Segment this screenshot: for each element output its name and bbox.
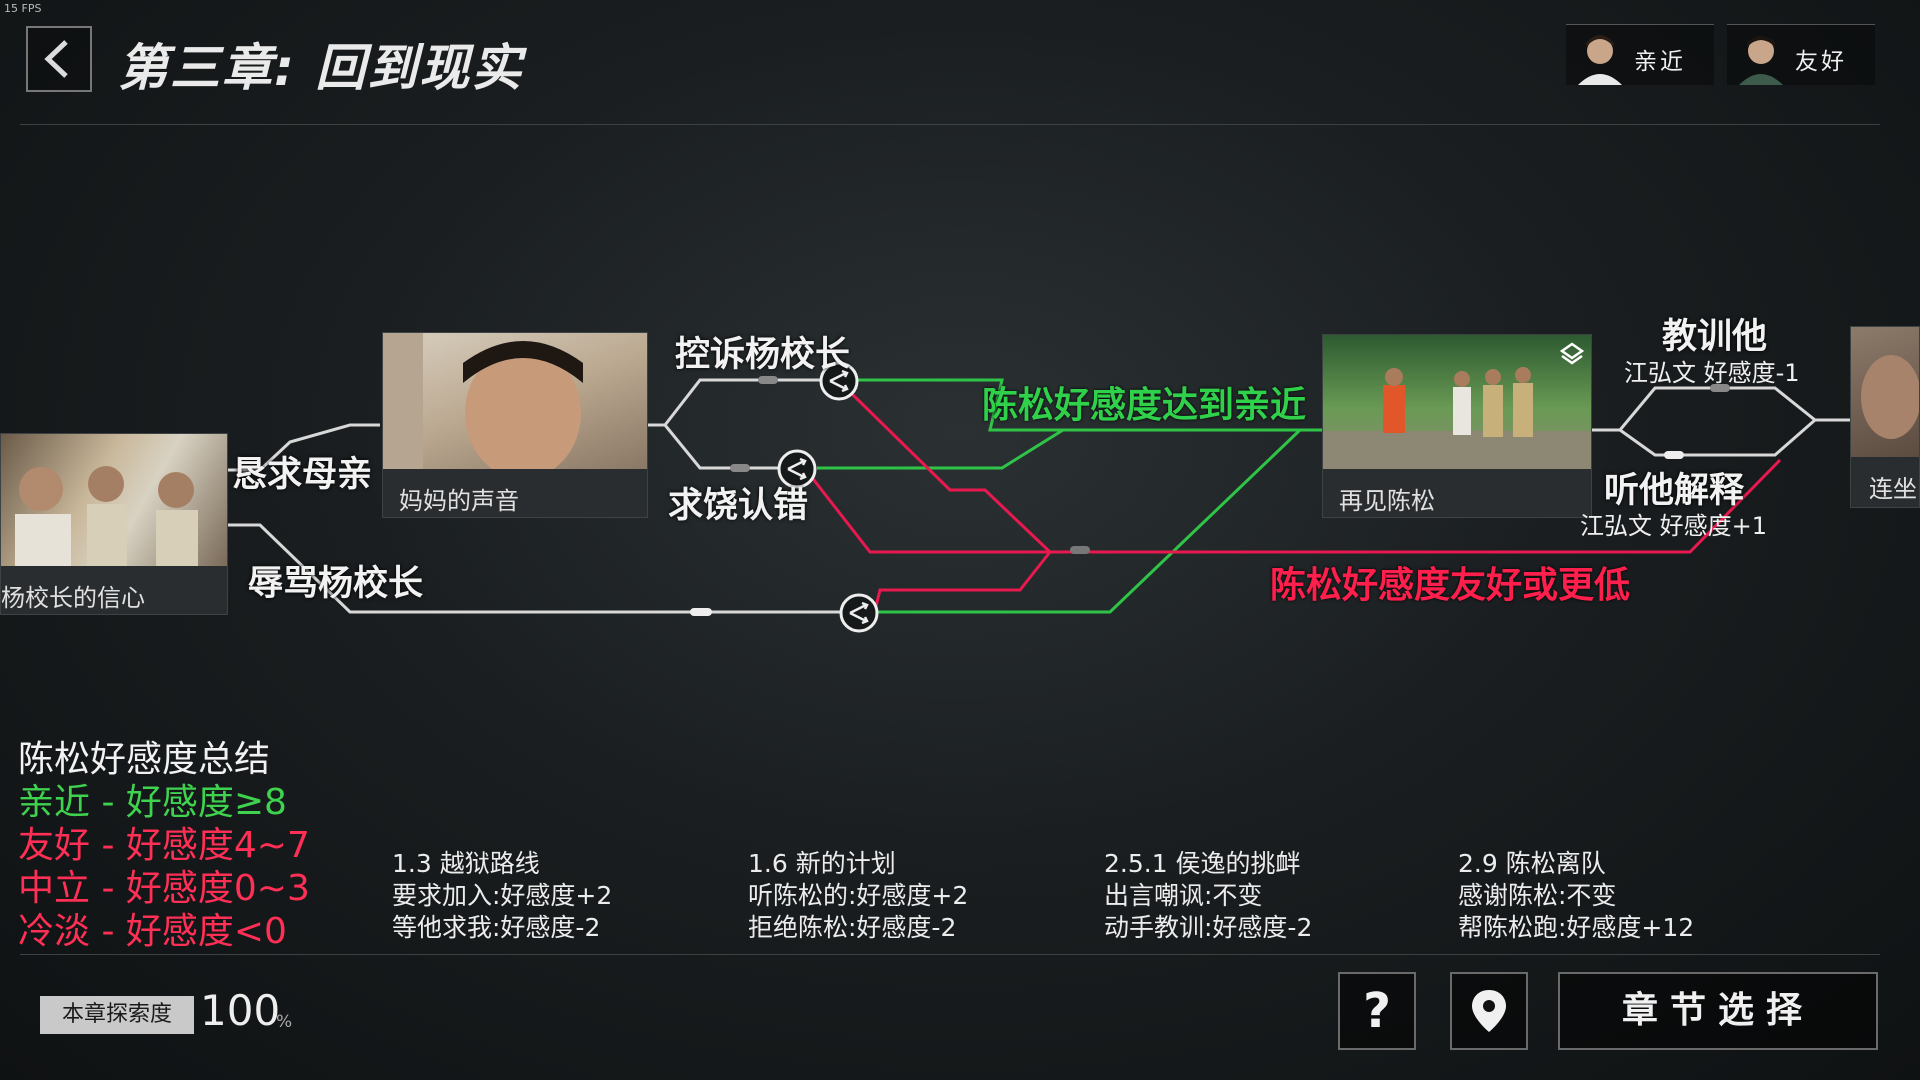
exploration-value: 100 xyxy=(200,986,281,1035)
branch-icon[interactable] xyxy=(776,448,818,490)
chapter-select-button[interactable]: 章节选择 xyxy=(1558,972,1878,1050)
condition-close: 陈松好感度达到亲近 xyxy=(982,385,1307,426)
note-line: 听陈松的:好感度+2 xyxy=(748,881,969,910)
flow-node xyxy=(690,608,712,616)
avatar xyxy=(1574,29,1626,85)
fps-counter: 15 FPS xyxy=(4,2,42,15)
choice-plead: 求饶认错 xyxy=(668,486,809,526)
note-title: 2.5.1 侯逸的挑衅 xyxy=(1104,849,1301,878)
summary-line-friendly: 友好 - 好感度4~7 xyxy=(18,825,310,866)
note-title: 2.9 陈松离队 xyxy=(1458,849,1606,878)
note-line: 出言嘲讽:不变 xyxy=(1104,881,1263,910)
summary-title: 陈松好感度总结 xyxy=(18,739,271,780)
flow-line-red xyxy=(873,551,1052,611)
flow-line xyxy=(1619,418,1816,457)
flow-line xyxy=(228,523,855,614)
choice-beg-mother: 恳求母亲 xyxy=(232,455,373,495)
note-line: 要求加入:好感度+2 xyxy=(392,881,613,910)
back-button[interactable] xyxy=(26,26,92,92)
branch-icon[interactable] xyxy=(838,592,880,634)
note-column: 1.3 越狱路线 要求加入:好感度+2 等他求我:好感度-2 xyxy=(392,848,612,944)
flow-line-red xyxy=(808,474,1050,554)
flow-node xyxy=(758,376,778,384)
footer-divider xyxy=(20,954,1880,955)
flow-node xyxy=(1070,546,1090,554)
relation-badge-1[interactable]: 亲近 xyxy=(1566,24,1714,85)
story-card-chensong[interactable]: 再见陈松 xyxy=(1322,334,1592,518)
chevron-left-icon xyxy=(44,40,68,78)
note-line: 感谢陈松:不变 xyxy=(1458,881,1617,910)
card-caption: 杨校长的信心 xyxy=(1,584,145,612)
summary-line-neutral: 中立 - 好感度0~3 xyxy=(18,868,310,909)
condition-friendly: 陈松好感度友好或更低 xyxy=(1270,565,1631,606)
flow-line-green xyxy=(817,428,1064,470)
scene-image xyxy=(1851,327,1919,457)
exploration-unit: % xyxy=(276,1012,293,1032)
summary-line-cold: 冷淡 - 好感度<0 xyxy=(18,911,287,952)
card-caption: 再见陈松 xyxy=(1339,487,1435,515)
flow-line-green xyxy=(872,428,1302,614)
note-line: 拒绝陈松:好感度-2 xyxy=(748,913,957,942)
note-title: 1.3 越狱路线 xyxy=(392,849,540,878)
flow-line xyxy=(228,423,380,472)
relation-label: 亲近 xyxy=(1634,49,1686,75)
flow-node xyxy=(730,464,750,472)
avatar xyxy=(1735,29,1787,85)
story-card-mother[interactable]: 妈妈的声音 xyxy=(382,332,648,518)
location-pin-icon xyxy=(1472,990,1506,1032)
choice-complain: 控诉杨校长 xyxy=(675,335,851,375)
summary-line-close: 亲近 - 好感度≥8 xyxy=(18,782,287,823)
choice-listen: 听他解释 xyxy=(1604,471,1745,511)
flow-line xyxy=(648,378,835,427)
relation-badge-2[interactable]: 友好 xyxy=(1727,24,1875,85)
scene-image xyxy=(1,434,227,566)
effect-listen: 江弘文 好感度+1 xyxy=(1580,512,1768,540)
note-column: 1.6 新的计划 听陈松的:好感度+2 拒绝陈松:好感度-2 xyxy=(748,848,968,944)
note-line: 帮陈松跑:好感度+12 xyxy=(1458,913,1695,942)
story-card-left[interactable]: 杨校长的信心 xyxy=(0,433,228,615)
flow-line-green xyxy=(857,378,1322,432)
chapter-title: 第三章: 回到现实 xyxy=(118,39,524,97)
card-caption: 妈妈的声音 xyxy=(399,487,519,515)
flow-node xyxy=(1710,384,1730,392)
help-button[interactable]: ? xyxy=(1338,972,1416,1050)
header-divider xyxy=(20,124,1880,125)
branch-icon[interactable] xyxy=(818,360,860,402)
note-line: 动手教训:好感度-2 xyxy=(1104,913,1313,942)
note-column: 2.9 陈松离队 感谢陈松:不变 帮陈松跑:好感度+12 xyxy=(1458,848,1694,944)
flow-line-red xyxy=(848,390,1782,554)
location-button[interactable] xyxy=(1450,972,1528,1050)
layers-icon xyxy=(1559,342,1585,365)
scene-image xyxy=(1323,335,1591,469)
flow-line xyxy=(1592,386,1855,432)
card-caption: 连坐 xyxy=(1869,475,1917,503)
flow-line xyxy=(648,423,795,470)
note-column: 2.5.1 侯逸的挑衅 出言嘲讽:不变 动手教训:好感度-2 xyxy=(1104,848,1312,944)
help-icon: ? xyxy=(1363,983,1391,1039)
scene-image xyxy=(383,333,647,479)
effect-teach: 江弘文 好感度-1 xyxy=(1624,359,1800,387)
story-card-right[interactable]: 连坐 xyxy=(1850,326,1920,508)
note-title: 1.6 新的计划 xyxy=(748,849,896,878)
relation-label: 友好 xyxy=(1795,49,1847,75)
choice-insult: 辱骂杨校长 xyxy=(248,564,424,604)
note-line: 等他求我:好感度-2 xyxy=(392,913,601,942)
choice-teach: 教训他 xyxy=(1662,317,1768,357)
exploration-label: 本章探索度 xyxy=(40,996,194,1034)
flow-node xyxy=(1664,451,1684,459)
